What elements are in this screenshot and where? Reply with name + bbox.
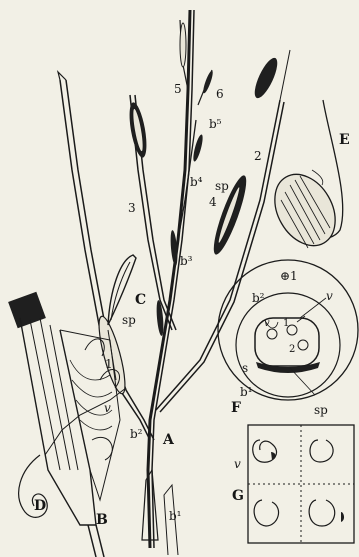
label-spikelet-3: 3 <box>128 201 136 215</box>
label-b3: b³ <box>180 254 193 268</box>
branch-spikelet-2 <box>156 50 290 412</box>
label-C: C <box>135 292 146 308</box>
label-b2-F: b² <box>252 291 265 305</box>
label-F-s: s <box>242 361 248 375</box>
label-F-v: v <box>326 289 333 303</box>
label-B: B <box>96 512 108 528</box>
label-F-inner-v: v <box>264 318 270 329</box>
label-b1-stem: b¹ <box>169 509 182 523</box>
label-F-inner-1: 1 <box>283 318 289 329</box>
label-sp-1: sp <box>122 313 136 327</box>
label-G: G <box>232 488 244 504</box>
label-b5: b⁵ <box>209 117 222 131</box>
panel-G-diagram <box>248 425 354 543</box>
label-b2-stem: b² <box>130 427 143 441</box>
label-b4: b⁴ <box>190 175 203 189</box>
label-D: D <box>34 498 46 514</box>
label-F-inner-2: 2 <box>289 344 295 355</box>
label-sp-2: sp <box>215 179 229 193</box>
label-B-v: v <box>104 401 111 415</box>
label-F-top-mark: ⊕1 <box>280 269 298 283</box>
label-spikelet-6: 6 <box>216 87 224 101</box>
label-spikelet-4: 4 <box>209 195 217 209</box>
label-spikelet-2: 2 <box>254 149 262 163</box>
label-F: F <box>231 400 241 416</box>
main-stem-A <box>142 10 194 555</box>
label-spikelet-1: 1 <box>105 357 113 371</box>
label-sp-F: sp <box>314 403 328 417</box>
label-G-v: v <box>234 457 241 471</box>
label-b1-F: b¹ <box>240 385 253 399</box>
label-E: E <box>339 132 350 148</box>
label-spikelet-5: 5 <box>174 82 182 96</box>
label-A: A <box>162 432 175 448</box>
